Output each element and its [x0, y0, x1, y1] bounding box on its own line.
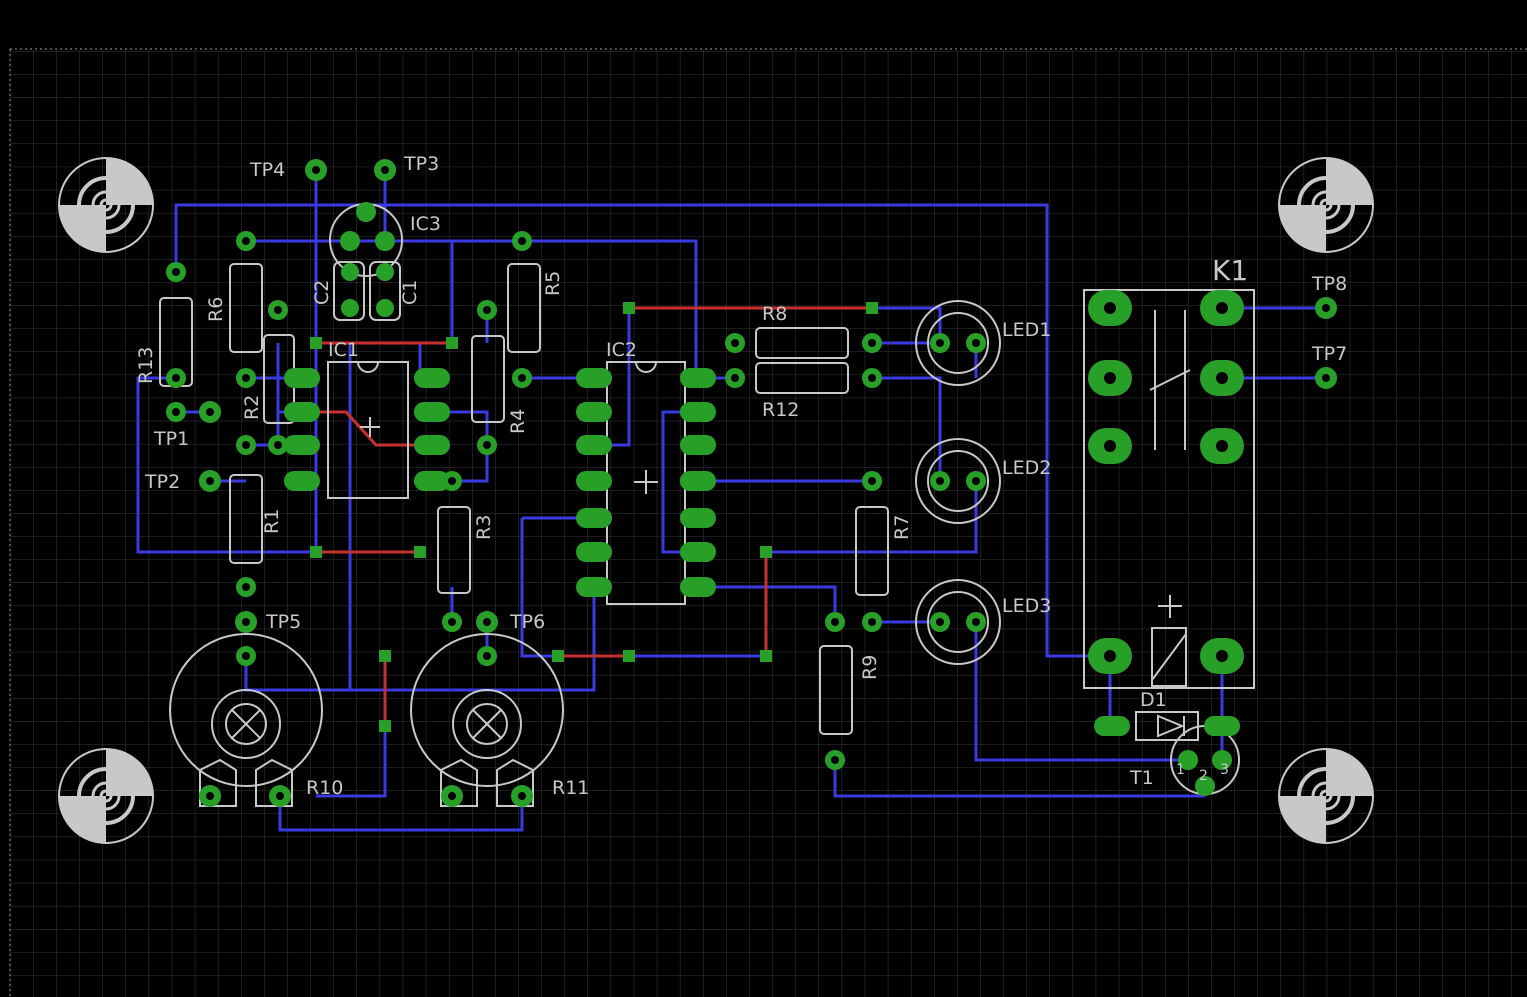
label-tp3: TP3 [403, 153, 439, 175]
r1-outline [229, 474, 263, 564]
label-tp6: TP6 [509, 611, 545, 633]
r5-outline [507, 263, 541, 353]
mounting-hole-tr [1278, 157, 1374, 253]
label-r4: R4 [507, 409, 529, 434]
label-d1: D1 [1140, 689, 1167, 711]
label-r1: R1 [261, 509, 283, 534]
label-ic1: IC1 [328, 339, 359, 361]
label-tp4: TP4 [249, 159, 285, 181]
label-r7: R7 [891, 515, 913, 540]
label-r11: R11 [552, 777, 589, 799]
label-t1-pin1: 1 [1176, 762, 1185, 778]
pad-holes [172, 166, 1330, 800]
label-c2: C2 [311, 280, 333, 305]
r6-outline [229, 263, 263, 353]
silkscreen [159, 203, 1255, 807]
top-traces [316, 306, 872, 726]
label-ic3: IC3 [410, 213, 441, 235]
label-led3: LED3 [1002, 595, 1051, 617]
label-r8: R8 [762, 303, 787, 325]
r9-outline [819, 645, 853, 735]
vias [310, 302, 878, 732]
label-r12: R12 [762, 399, 799, 421]
k1-outline [1083, 289, 1255, 689]
label-r13: R13 [135, 347, 157, 384]
label-t1-pin3: 3 [1220, 762, 1229, 778]
label-r6: R6 [205, 297, 227, 322]
r8-outline [755, 327, 849, 359]
r11-outline [410, 633, 564, 787]
label-t1-pin2: 2 [1199, 768, 1208, 784]
r3-outline [437, 506, 471, 594]
label-r3: R3 [473, 515, 495, 540]
ic1-outline [327, 361, 409, 499]
r7-outline [855, 506, 889, 596]
label-led2: LED2 [1002, 457, 1051, 479]
mounting-hole-tl [58, 157, 154, 253]
label-tp5: TP5 [265, 611, 301, 633]
label-r5: R5 [542, 271, 564, 296]
label-tp7: TP7 [1311, 343, 1347, 365]
led3-outline [915, 579, 1001, 665]
mounting-hole-br [1278, 748, 1374, 844]
label-k1: K1 [1212, 254, 1248, 287]
led2-outline [915, 438, 1001, 524]
c2-outline [333, 261, 365, 321]
label-tp1: TP1 [153, 428, 189, 450]
label-t1: T1 [1129, 767, 1154, 789]
label-r2: R2 [241, 395, 263, 420]
component-labels: TP4 TP3 IC3 C2 C1 R6 R13 R5 IC1 IC2 R8 R… [135, 153, 1347, 799]
c1-outline [369, 261, 401, 321]
label-r10: R10 [306, 777, 343, 799]
led1-outline [915, 300, 1001, 386]
grid [10, 50, 1527, 997]
label-tp2: TP2 [144, 471, 180, 493]
label-tp8: TP8 [1311, 273, 1347, 295]
label-ic2: IC2 [606, 339, 637, 361]
label-c1: C1 [399, 280, 421, 305]
label-r9: R9 [859, 655, 881, 680]
r4-outline [471, 335, 505, 423]
mounting-holes [58, 157, 1374, 844]
r12-outline [755, 362, 849, 394]
r10-outline [169, 633, 323, 787]
label-led1: LED1 [1002, 319, 1051, 341]
mounting-hole-bl [58, 748, 154, 844]
